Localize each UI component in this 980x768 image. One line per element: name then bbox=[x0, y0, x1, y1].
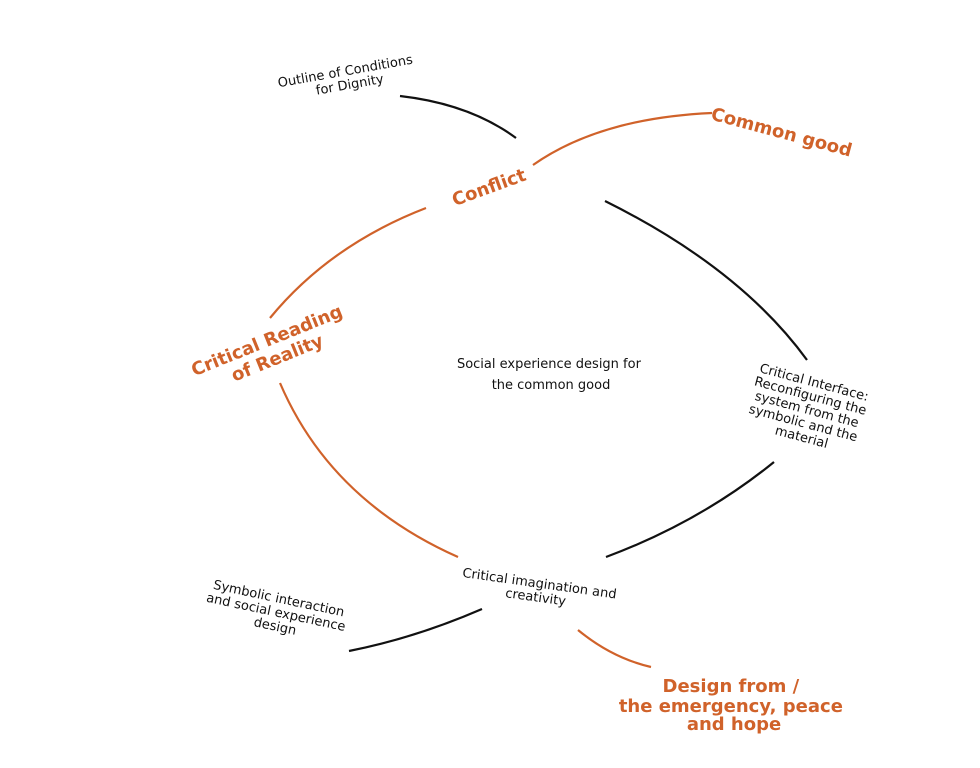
conflict-label: Conflict bbox=[449, 165, 529, 211]
connector-interface-imagination bbox=[605, 461, 775, 559]
symbolic-interaction-label: Symbolic interaction and social experien… bbox=[202, 577, 354, 649]
connector-imagination-design-from bbox=[577, 629, 652, 669]
connector-outline-conflict bbox=[399, 94, 517, 139]
outline-label: Outline of Conditions for Dignity bbox=[277, 52, 421, 105]
critical-imagination-label: Critical imagination and creativity bbox=[459, 566, 621, 617]
design-from-label: Design from / the emergency, peace and h… bbox=[619, 676, 849, 735]
connector-conflict-common-good bbox=[532, 111, 713, 166]
common-good-label: Common good bbox=[709, 104, 855, 162]
connector-imagination-symbolic bbox=[348, 607, 483, 653]
critical-interface-label: Critical Interface: Reconfiguring the sy… bbox=[742, 361, 876, 461]
connector-conflict-critical-reading bbox=[269, 206, 427, 319]
connector-conflict-critical-interface bbox=[604, 200, 808, 361]
connector-critical-reading-imagination bbox=[278, 382, 459, 559]
center-title: Social experience design for the common … bbox=[457, 357, 645, 393]
